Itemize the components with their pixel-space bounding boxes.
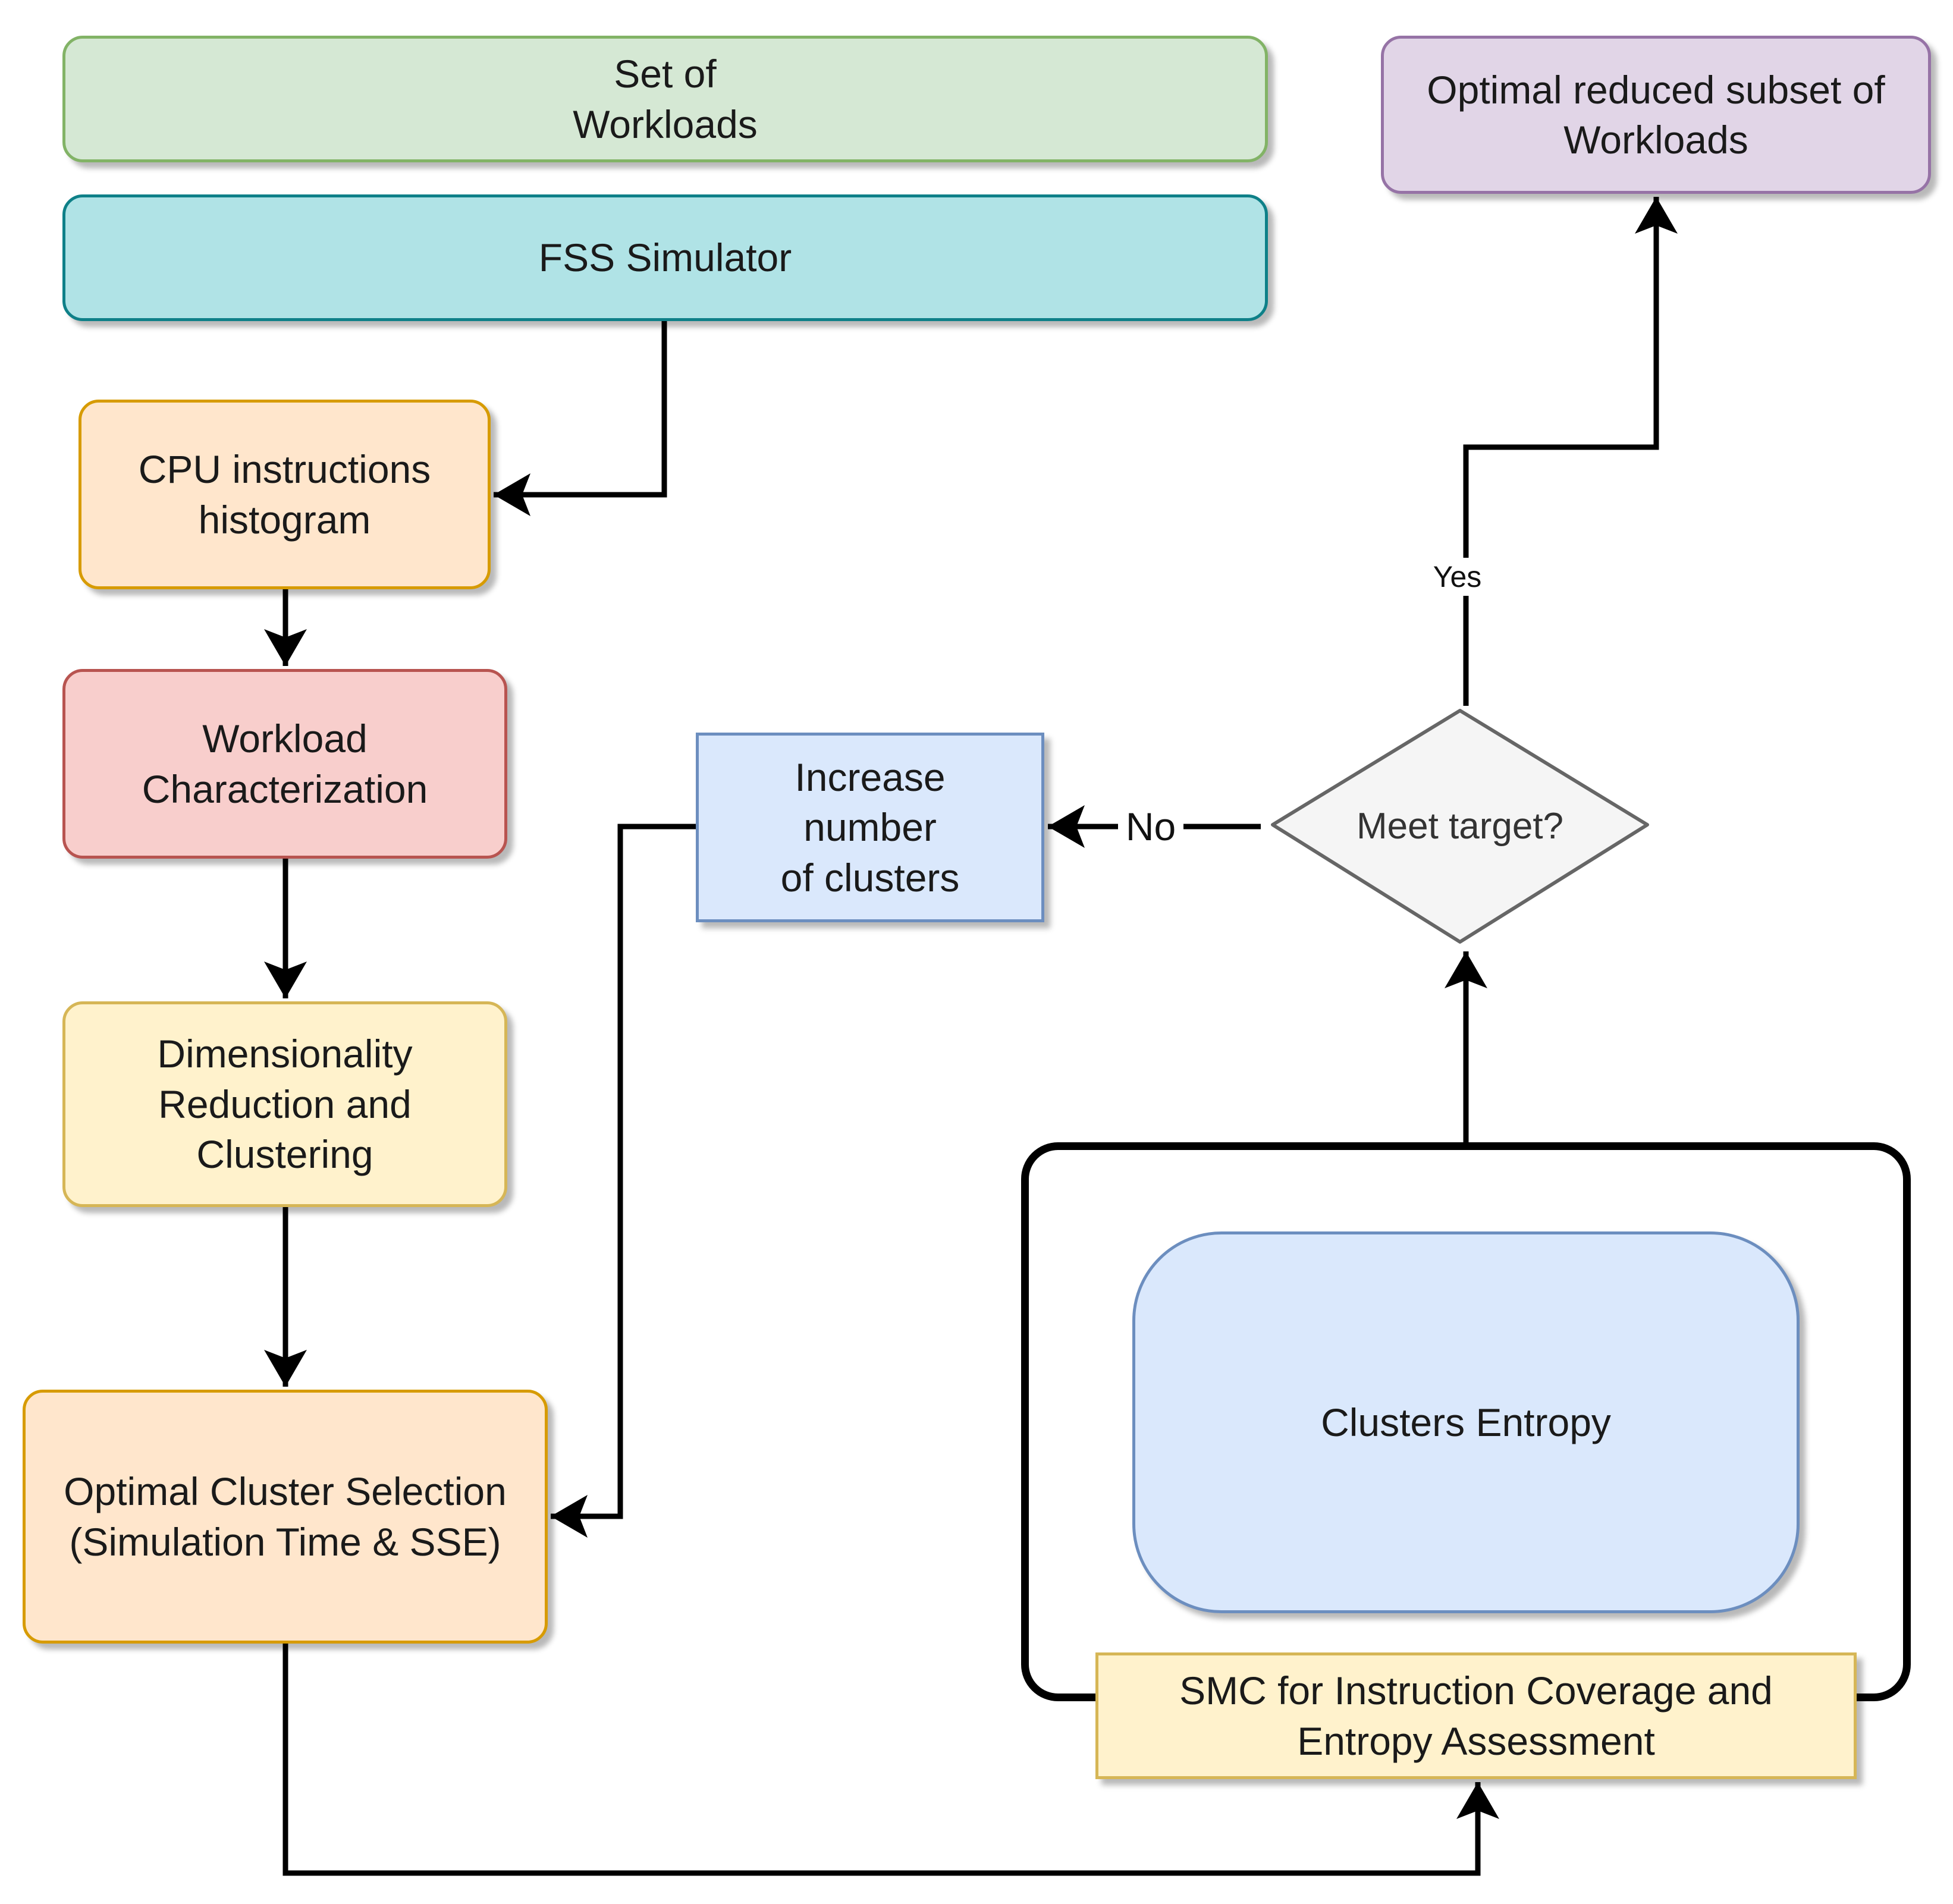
cpu-instructions-histogram-node: CPU instructions histogram (79, 400, 491, 589)
meet-target-decision-shape (1271, 709, 1649, 944)
clusters-entropy-node: Clusters Entropy (1132, 1231, 1800, 1613)
arrowhead-decision (1445, 951, 1487, 988)
arrowhead-dimensionality (264, 962, 307, 998)
optimal-cluster-selection-node: Optimal Cluster Selection (Simulation Ti… (23, 1390, 548, 1644)
optimal-reduced-subset-node: Optimal reduced subset of Workloads (1381, 36, 1931, 194)
arrowhead-reduced-subset (1635, 197, 1678, 234)
workload-characterization-node: Workload Characterization (62, 669, 507, 859)
arrowhead-cpu-histogram (494, 473, 530, 516)
arrowhead-cluster-selection-bottom (264, 1350, 307, 1387)
edge-cluster-selection-to-smc (282, 1644, 1481, 1876)
no-edge-label: No (1118, 803, 1183, 850)
meet-target-decision-label: Meet target? (1356, 806, 1564, 847)
dimensionality-reduction-clustering-node: Dimensionality Reduction and Clustering (62, 1001, 507, 1207)
smc-coverage-entropy-node: SMC for Instruction Coverage and Entropy… (1095, 1652, 1857, 1779)
set-of-workloads-node: Set of Workloads (62, 36, 1268, 162)
edge-fss-to-cpu-histogram (494, 321, 667, 498)
arrowhead-cluster-selection-side (551, 1495, 588, 1538)
edge-increase-clusters-to-cluster-selection (551, 824, 696, 1519)
fss-simulator-node: FSS Simulator (62, 194, 1268, 321)
arrowhead-smc (1456, 1782, 1499, 1819)
increase-number-of-clusters-node: Increase number of clusters (696, 733, 1044, 922)
arrowhead-characterization (264, 629, 307, 666)
edge-decision-to-reduced-subset (1463, 197, 1659, 706)
yes-edge-label: Yes (1426, 558, 1489, 596)
arrowhead-increase-clusters (1048, 805, 1085, 848)
